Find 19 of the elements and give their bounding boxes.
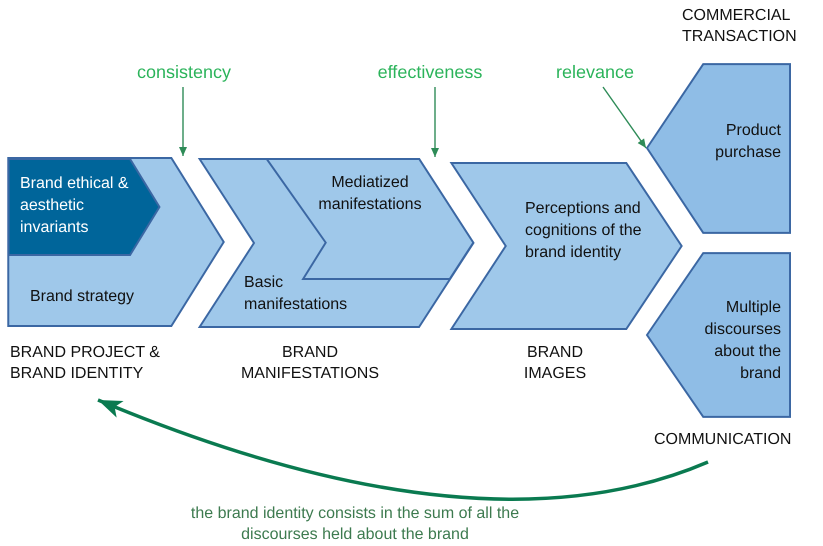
curved-arrow (97, 398, 709, 501)
arrow (431, 87, 439, 157)
node-text: effectiveness (376, 61, 484, 83)
node-text: Brand ethical & aesthetic invariants (20, 174, 130, 238)
node-text: Multiple discourses about the brand (704, 298, 781, 384)
node-text: consistency (136, 61, 232, 83)
stage-caption: BRAND IMAGES (522, 343, 588, 384)
node-text: relevance (554, 61, 636, 83)
stage-caption: COMMUNICATION (654, 430, 792, 450)
stage-caption: BRAND PROJECT & BRAND IDENTITY (10, 343, 161, 384)
node-text: Product purchase (714, 121, 781, 163)
stage-caption: BRAND MANIFESTATIONS (240, 343, 380, 384)
node-text: Mediatized manifestations (317, 173, 423, 215)
node-text: Brand strategy (30, 287, 136, 307)
arrow (179, 87, 187, 156)
node-text: Perceptions and cognitions of the brand identity (525, 199, 643, 263)
node-text: Basic manifestations (244, 273, 348, 315)
arrow (602, 86, 647, 148)
stage-caption: COMMERCIAL TRANSACTION (682, 6, 798, 47)
